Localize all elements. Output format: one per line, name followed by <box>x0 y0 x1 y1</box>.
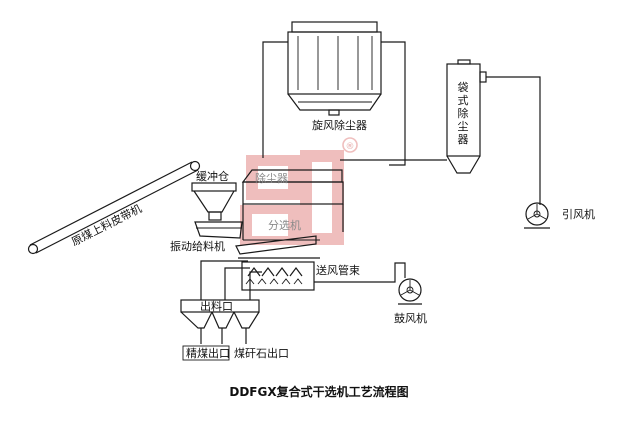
discharge-hopper <box>180 299 260 344</box>
gangue-outlet-label: 煤矸石出口 <box>234 346 289 360</box>
separator-bed <box>235 204 344 255</box>
watermark-logo: ® <box>240 137 358 245</box>
discharge-label: 出料口 <box>200 299 233 313</box>
bag-collector-label-5: 器 <box>458 133 469 146</box>
watermark-separator-text: 分选机 <box>268 218 301 232</box>
air-ducts-label: 送风管束 <box>316 263 360 277</box>
cyclone-dust-collector <box>287 21 382 116</box>
registered-mark-icon <box>342 137 358 153</box>
air-supply-pipe <box>314 262 406 283</box>
bag-collector-label-3: 除 <box>458 106 469 120</box>
vibrating-feeder <box>194 221 243 239</box>
buffer-bin <box>191 182 237 221</box>
cyclone-collector-label: 旋风除尘器 <box>312 118 367 132</box>
duct-cyclone-left <box>262 41 288 158</box>
blower-icon <box>398 278 422 305</box>
belt-conveyor-label: 原煤上料皮带机 <box>69 201 144 248</box>
bag-collector-label-2: 式 <box>458 94 469 107</box>
watermark-dust-collector-text: 除尘器 <box>255 171 288 185</box>
clean-coal-outlet-label: 精煤出口 <box>186 346 230 360</box>
induced-fan-label: 引风机 <box>562 207 595 221</box>
bag-dust-collector <box>446 59 487 174</box>
diagram-title: DDFGX复合式干选机工艺流程图 <box>229 384 408 399</box>
blower-label: 鼓风机 <box>394 311 427 325</box>
separator-dust-hood <box>241 169 344 205</box>
duct-to-induced-fan <box>486 76 541 205</box>
belt-conveyor <box>27 160 201 255</box>
duct-cyclone-right <box>381 41 406 166</box>
bag-collector-label-4: 尘 <box>458 120 469 133</box>
registered-mark: ® <box>346 142 355 152</box>
product-chutes <box>200 260 262 300</box>
bag-collector-label-1: 袋 <box>458 80 469 94</box>
vibrating-feeder-label: 振动给料机 <box>170 239 225 253</box>
buffer-bin-label: 缓冲仓 <box>196 169 229 183</box>
induced-fan-icon <box>524 202 550 229</box>
clean-coal-outlet-box <box>182 345 230 361</box>
